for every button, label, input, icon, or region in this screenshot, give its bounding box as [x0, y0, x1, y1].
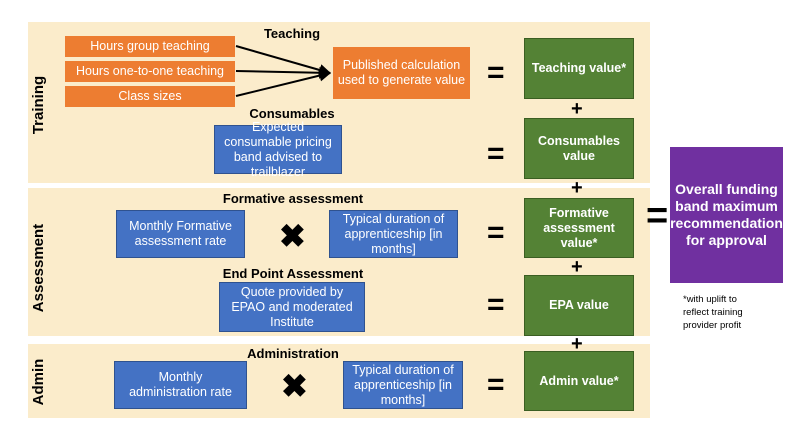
hours-one-to-one-box: Hours one-to-one teaching [65, 61, 235, 82]
plus-2: + [571, 177, 583, 199]
arrow-class-sizes [235, 69, 332, 97]
consumables-value-box: Consumables value [524, 118, 634, 179]
formative-value-box: Formative assessment value* [524, 198, 634, 258]
monthly-admin-rate-box: Monthly administration rate [114, 361, 247, 409]
multiply-symbol-formative: ✖ [279, 218, 306, 254]
heading-consumables: Consumables [249, 106, 335, 121]
epa-value-box: EPA value [524, 275, 634, 336]
published-calculation-box: Published calculation used to generate v… [333, 47, 470, 99]
overall-funding-band-box: Overall funding band maximum recommendat… [670, 147, 783, 283]
heading-formative-assessment: Formative assessment [222, 191, 364, 206]
equals-consumables: = [487, 137, 505, 170]
arrow-one-to-one [235, 66, 332, 79]
equals-admin: = [487, 368, 505, 401]
plus-1: + [571, 98, 583, 120]
heading-end-point-assessment: End Point Assessment [222, 266, 364, 281]
teaching-value-box: Teaching value* [524, 38, 634, 99]
hours-group-teaching-box: Hours group teaching [65, 36, 235, 57]
multiply-symbol-admin: ✖ [281, 368, 308, 404]
plus-3: + [571, 256, 583, 278]
admin-duration-box: Typical duration of apprenticeship [in m… [343, 361, 463, 409]
equals-epa: = [487, 288, 505, 321]
uplift-footnote: *with uplift to reflect training provide… [683, 294, 743, 331]
heading-teaching: Teaching [263, 26, 321, 41]
arrow-group-teaching [235, 45, 332, 76]
class-sizes-box: Class sizes [65, 86, 235, 107]
admin-value-box: Admin value* [524, 351, 634, 411]
epao-quote-box: Quote provided by EPAO and moderated Ins… [219, 282, 365, 332]
equals-formative: = [487, 216, 505, 249]
equals-total: = [646, 195, 669, 237]
monthly-formative-rate-box: Monthly Formative assessment rate [116, 210, 245, 258]
equals-teaching: = [487, 56, 505, 89]
formative-duration-box: Typical duration of apprenticeship [in m… [329, 210, 458, 258]
consumable-pricing-band-box: Expected consumable pricing band advised… [214, 120, 342, 179]
plus-4: + [571, 333, 583, 355]
heading-administration: Administration [247, 346, 339, 361]
